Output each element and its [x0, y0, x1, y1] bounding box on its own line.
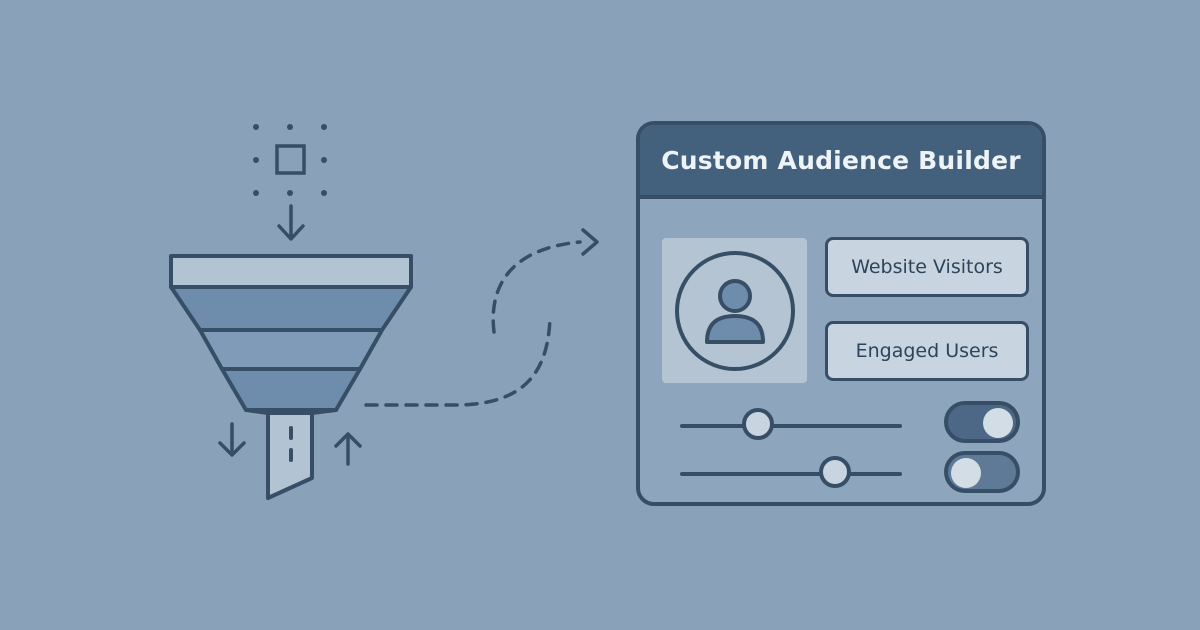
audience-slider-2[interactable]	[680, 456, 902, 492]
funnel-icon	[169, 254, 413, 500]
slider-track	[680, 424, 902, 428]
slider-track	[680, 472, 902, 476]
website-visitors-chip[interactable]: Website Visitors	[825, 237, 1029, 297]
square-icon	[275, 144, 306, 175]
engaged-users-chip[interactable]: Engaged Users	[825, 321, 1029, 381]
data-dots	[253, 124, 327, 196]
flow-connector	[364, 240, 582, 407]
user-icon	[675, 251, 795, 371]
panel-title: Custom Audience Builder	[661, 145, 1021, 175]
panel-header: Custom Audience Builder	[640, 125, 1042, 199]
audience-toggle-1[interactable]	[944, 401, 1020, 443]
arrow-right-icon	[581, 228, 599, 256]
chip-label: Engaged Users	[855, 340, 999, 362]
toggle-knob	[951, 458, 981, 488]
arrow-down-left-icon	[218, 422, 246, 457]
arrow-down-icon	[277, 204, 305, 241]
audience-slider-1[interactable]	[680, 408, 902, 444]
slider-thumb[interactable]	[819, 456, 852, 488]
toggle-knob	[983, 408, 1013, 438]
audience-toggle-2[interactable]	[944, 451, 1020, 493]
avatar-card	[662, 238, 807, 383]
audience-builder-panel: Custom Audience Builder Website Visitors…	[636, 121, 1046, 506]
arrow-up-right-icon	[334, 432, 362, 466]
chip-label: Website Visitors	[851, 256, 1003, 278]
slider-thumb[interactable]	[741, 408, 774, 440]
